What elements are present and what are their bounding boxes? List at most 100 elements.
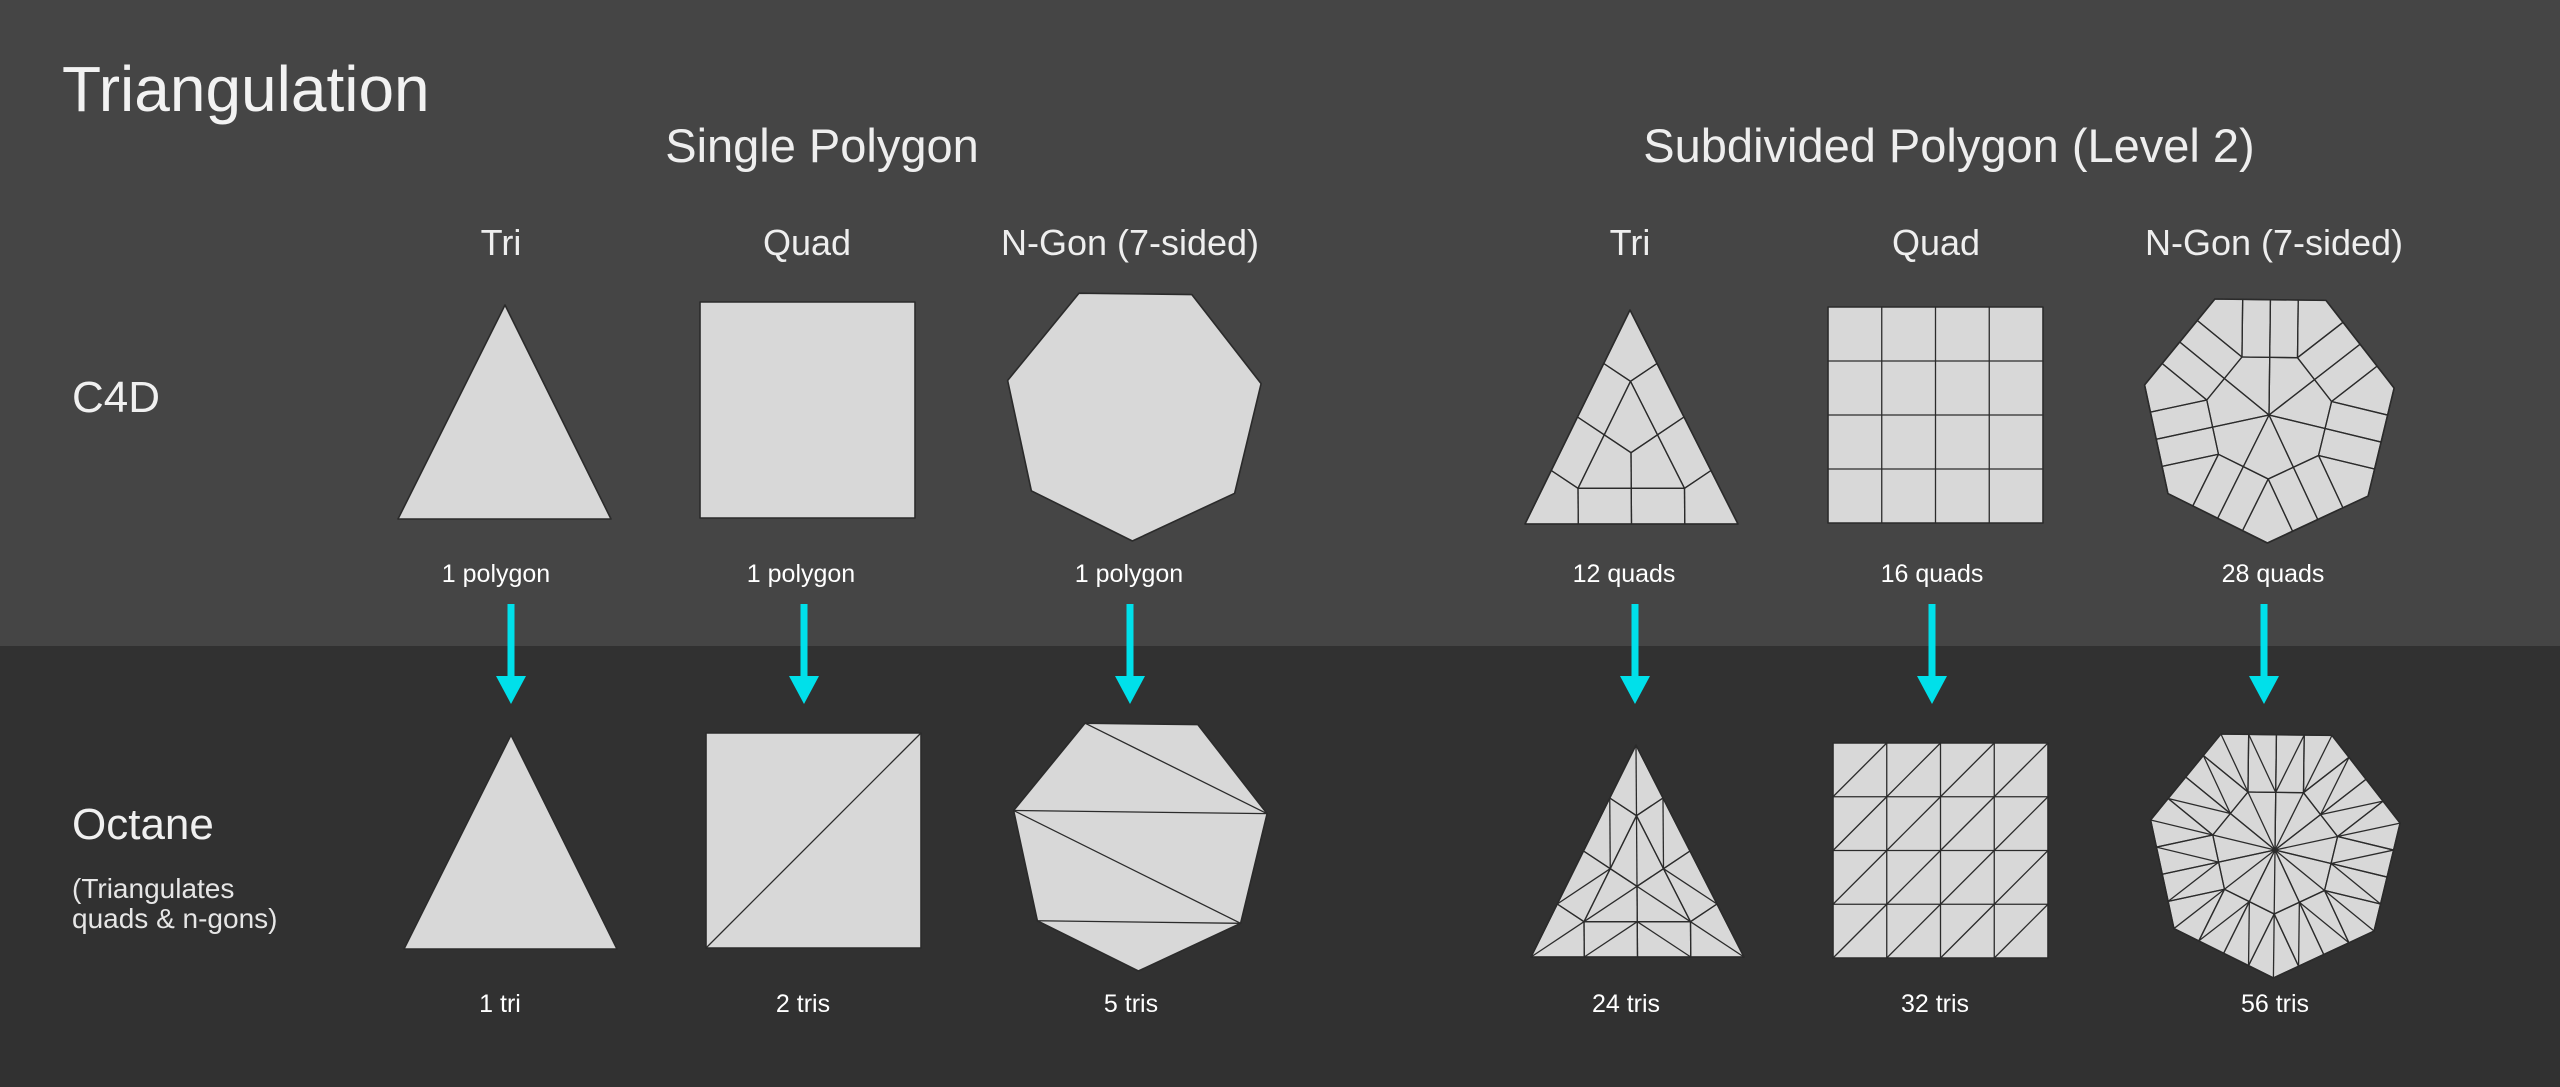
row-label-c4d: C4D <box>72 373 161 422</box>
triangulation-edge <box>1993 850 2049 905</box>
subdivision-edge <box>2292 466 2319 520</box>
subdivision-edge <box>1683 416 1712 471</box>
triangulation-edge <box>1993 796 2049 851</box>
subdivision-edge <box>2317 455 2344 509</box>
subdivision-edge <box>2211 426 2220 455</box>
subdivision-edge <box>1656 434 1686 489</box>
subdivision-edge <box>2167 492 2194 507</box>
triangulation-edge <box>1832 742 1888 798</box>
arrow-head <box>1620 676 1650 704</box>
octane-ngon-subdivided-shape <box>2149 733 2401 979</box>
triangulation-edge <box>1940 903 1995 959</box>
subdivision-edge <box>1603 434 1632 454</box>
subdivision-edge <box>2185 776 2231 814</box>
subdivision-edge <box>2217 466 2244 519</box>
arrow-down-icon <box>496 604 526 704</box>
subdivision-edge <box>2324 889 2381 905</box>
c4d-ngon-subdivided-shape <box>2143 298 2395 544</box>
arrow-head <box>789 676 819 704</box>
subdivision-edge <box>1550 469 1579 489</box>
section-title-single: Single Polygon <box>665 119 979 172</box>
subdivision-edge <box>1657 416 1685 436</box>
subdivision-edge <box>2367 468 2376 497</box>
subdivision-edge <box>2223 952 2249 967</box>
column-label-ngon-subdivided: N-Gon (7-sided) <box>2144 222 2404 263</box>
subdivision-edge <box>2382 800 2401 824</box>
subdivision-edge <box>2320 814 2339 837</box>
subdivision-edge <box>2331 400 2388 416</box>
triangulation-edge <box>1530 921 1585 958</box>
subdivision-edge <box>2179 320 2198 343</box>
arrow-head <box>2249 676 2279 704</box>
triangulation-edge <box>2273 849 2276 915</box>
subdivision-edge <box>2302 792 2322 816</box>
subdivision-edge <box>1530 903 1558 958</box>
subdivision-edge <box>2365 778 2384 802</box>
subdivision-edge <box>2297 321 2344 359</box>
subdivision-edge <box>1635 744 1664 799</box>
subdivision-edge <box>2167 901 2175 929</box>
subdivision-edge <box>2296 357 2316 381</box>
arrow-head <box>1115 676 1145 704</box>
subdivision-edge <box>2274 849 2300 903</box>
subdivision-edge <box>2218 453 2244 468</box>
triangulation-edge <box>2224 849 2276 890</box>
subdivision-edge <box>2268 357 2271 416</box>
subdivision-edge <box>2342 495 2369 509</box>
subdivision-edge <box>2303 756 2350 794</box>
subdivision-edge <box>2198 940 2224 954</box>
subdivision-edge <box>2292 518 2319 532</box>
triangulation-edge <box>1636 921 1692 958</box>
arrow-down-icon <box>789 604 819 704</box>
subdivision-edge <box>2330 836 2339 864</box>
row-note-line-2: quads & n-gons) <box>72 903 278 934</box>
subdivision-edge <box>2212 813 2231 836</box>
subdivision-edge <box>2325 299 2344 323</box>
subdivision-edge <box>2248 965 2274 979</box>
subdivision-edge <box>2317 428 2326 456</box>
subdivision-edge <box>1603 381 1632 436</box>
subdivision-edge <box>2156 834 2213 848</box>
triangulation-edge <box>2247 901 2250 966</box>
subdivision-edge <box>1609 744 1637 799</box>
subdivision-edge <box>2161 874 2169 902</box>
subdivision-edge <box>1577 416 1605 436</box>
subdivision-edge <box>1629 381 1659 436</box>
subdivision-edge <box>1609 815 1638 869</box>
subdivision-edge <box>2273 913 2300 967</box>
subdivision-edge <box>2223 356 2243 379</box>
c4d-ngon-shape <box>1006 292 1262 542</box>
caption-c4d-quad: 1 polygon <box>746 560 856 588</box>
triangulation-edge <box>2248 734 2277 793</box>
caption-c4d-tri-subdivided: 12 quads <box>1572 560 1676 588</box>
subdivision-edge <box>2192 453 2220 507</box>
subdivision-edge <box>1524 470 1552 525</box>
triangulation-edge <box>1556 868 1611 905</box>
triangulation-edge <box>2320 800 2384 816</box>
triangulation-edge <box>2330 863 2381 905</box>
subdivision-edge <box>2247 913 2275 966</box>
arrow-down-icon <box>1620 604 1650 704</box>
arrow-down-icon <box>2249 604 2279 704</box>
subdivision-edge <box>2229 812 2276 851</box>
triangulation-edge <box>2274 792 2305 851</box>
subdivision-edge <box>2274 849 2332 865</box>
subdivision-edge <box>2167 797 2214 836</box>
subdivision-edge <box>2293 454 2319 468</box>
arrow-head <box>496 676 526 704</box>
triangulation-edge <box>2220 733 2249 793</box>
triangulation-edge <box>2168 797 2231 815</box>
caption-octane-ngon-subdivided: 56 tris <box>2240 990 2310 1018</box>
caption-octane-quad-subdivided: 32 tris <box>1900 990 1970 1018</box>
subdivision-edge <box>1556 850 1585 905</box>
subdivision-edge <box>1550 416 1579 471</box>
subdivision-edge <box>2274 814 2321 851</box>
subdivision-edge <box>1630 362 1658 382</box>
subdivision-edge <box>2217 517 2243 532</box>
subdivision-edge <box>2298 901 2325 955</box>
triangulation-edge <box>1832 796 1888 851</box>
subdivision-edge <box>2373 903 2382 932</box>
subdivision-edge <box>2223 377 2270 416</box>
triangulation-edge <box>2324 890 2375 932</box>
